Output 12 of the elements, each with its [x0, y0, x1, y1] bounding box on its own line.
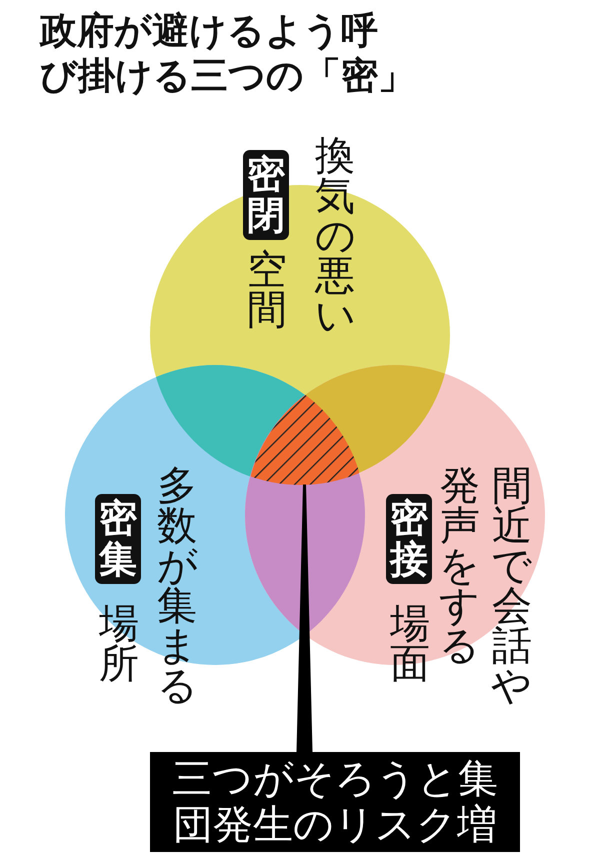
label-text: 間近で会話や発声をする	[440, 466, 532, 711]
label-text: 場面	[390, 604, 430, 684]
label-text: 多数が集まる	[157, 466, 197, 706]
label-text: 場所	[99, 604, 139, 684]
result-box: 三つがそろうと集団発生のリスク増	[150, 752, 520, 852]
label-text: 換気の悪い	[315, 136, 355, 336]
pointer-line	[296, 484, 312, 752]
keyword-badge: 密集	[95, 494, 141, 584]
title: 政府が避けるよう呼び掛ける三つの「密」	[40, 8, 416, 98]
keyword-badge: 密閉	[243, 150, 289, 240]
label-text: 空間	[247, 250, 287, 330]
keyword-badge: 密接	[386, 494, 432, 584]
